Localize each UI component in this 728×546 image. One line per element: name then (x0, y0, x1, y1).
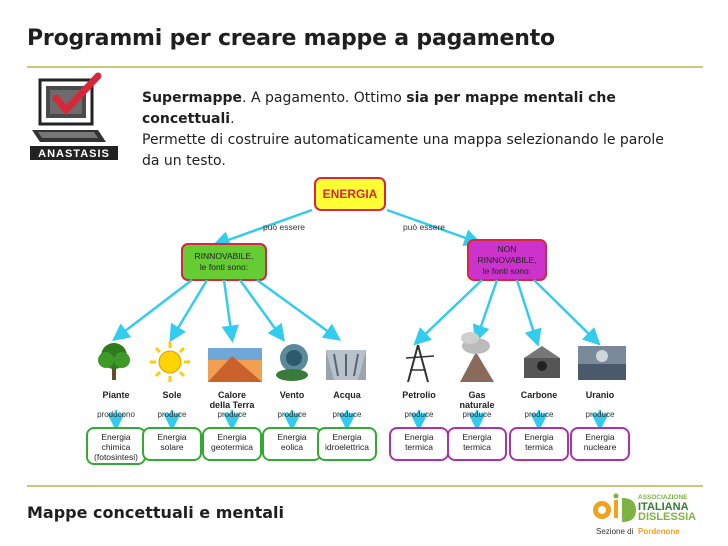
oil-icon (405, 344, 435, 383)
output-line-2: termica (463, 442, 491, 452)
source-label: Calore (218, 390, 246, 400)
aid-line3: DISLESSIA (638, 511, 696, 523)
output-line-3: (fotosintesi) (94, 452, 138, 462)
aid-line4b: Pordenone (638, 527, 680, 536)
output-box (570, 427, 630, 461)
coal-icon (524, 346, 560, 378)
bottom-divider (27, 485, 703, 487)
renewable-source-1: Piante produconoEnergiachimica(fotosintes… (86, 390, 146, 465)
energy-concept-map: può essere può essere ENERGIA RINNOVABIL… (86, 177, 630, 465)
output-box (142, 427, 202, 461)
output-line-2: geotermica (211, 442, 253, 452)
output-line-1: Energia (332, 432, 362, 442)
supermappe-description: Supermappe. A pagamento. Ottimo sia per … (142, 88, 708, 172)
output-line-1: Energia (524, 432, 554, 442)
produce-label: produce (405, 410, 434, 419)
uranium-icon (578, 346, 626, 380)
desc-line-3: da un testo. (142, 153, 226, 169)
source-label: Uranio (586, 390, 615, 400)
sun-icon (150, 342, 190, 382)
source-label: Sole (162, 390, 181, 400)
anastasis-logo-text: ANASTASIS (38, 148, 110, 160)
slide-footer: Mappe concettuali e mentali (27, 503, 285, 522)
node-energia (314, 177, 386, 211)
source-label-2: naturale (459, 400, 494, 410)
produce-label: produce (278, 410, 307, 419)
source-label-2: della Terra (210, 400, 256, 410)
node-rinnovabile-line1: RINNOVABILE, (195, 251, 254, 261)
desc-text-1: . A pagamento. Ottimo (242, 90, 407, 106)
plant-icon (98, 343, 130, 380)
aid-logo: ASSOCIAZIONE ITALIANA DISLESSIA Sezione … (593, 493, 696, 536)
output-line-1: Energia (277, 432, 307, 442)
output-line-1: Energia (217, 432, 247, 442)
output-line-2: solare (160, 442, 183, 452)
produce-label: produce (218, 410, 247, 419)
output-line-2: chimica (102, 442, 131, 452)
source-label: Petrolio (402, 390, 436, 400)
aid-line2: ITALIANA (638, 501, 689, 513)
desc-text-2: . (230, 111, 235, 127)
produce-label: producono (97, 410, 135, 419)
water-icon (326, 350, 366, 380)
output-line-2: termica (405, 442, 433, 452)
output-line-2: termica (525, 442, 553, 452)
earth-heat-icon (208, 348, 262, 382)
aid-line1: ASSOCIAZIONE (638, 494, 688, 501)
top-divider (27, 66, 703, 68)
produce-label: produce (525, 410, 554, 419)
slide-title: Programmi per creare mappe a pagamento (27, 26, 555, 51)
output-line-1: Energia (101, 432, 131, 442)
output-box (317, 427, 377, 461)
produce-label: produce (158, 410, 187, 419)
node-nonrinnovabile-line3: le fonti sono: (483, 266, 531, 276)
produce-label: produce (463, 410, 492, 419)
source-label: Gas (468, 390, 485, 400)
node-non-rinnovabile (467, 239, 547, 281)
output-box (447, 427, 507, 461)
output-line-1: Energia (462, 432, 492, 442)
product-name: Supermappe (142, 90, 243, 106)
produce-label: produce (586, 410, 615, 419)
node-nonrinnovabile-line2: RINNOVABILE, (478, 255, 537, 265)
output-line-1: Energia (585, 432, 615, 442)
output-line-1: Energia (157, 432, 187, 442)
desc-bold-2: sia per mappe mentali che concettuali (142, 90, 616, 127)
node-rinnovabile-line2: le fonti sono: (200, 262, 248, 272)
node-nonrinnovabile-line1: NON (498, 244, 517, 254)
desc-line-2: Permette di costruire automaticamente un… (142, 132, 664, 148)
source-label: Carbone (521, 390, 558, 400)
aid-line4a: Sezione di (596, 527, 634, 536)
output-line-2: idroelettrica (325, 442, 369, 452)
node-energia-label: ENERGIA (323, 187, 378, 201)
output-line-2: eolica (281, 442, 303, 452)
link-label-right: può essere (403, 222, 445, 232)
anastasis-logo: ANASTASIS (30, 72, 118, 160)
wind-icon (276, 344, 308, 381)
source-label: Vento (280, 390, 305, 400)
output-line-2: nucleare (584, 442, 617, 452)
source-label: Piante (102, 390, 129, 400)
output-line-1: Energia (404, 432, 434, 442)
produce-label: produce (333, 410, 362, 419)
source-label: Acqua (333, 390, 362, 400)
link-label-left: può essere (263, 222, 305, 232)
gas-icon (460, 332, 494, 382)
output-box (202, 427, 262, 461)
output-box (509, 427, 569, 461)
